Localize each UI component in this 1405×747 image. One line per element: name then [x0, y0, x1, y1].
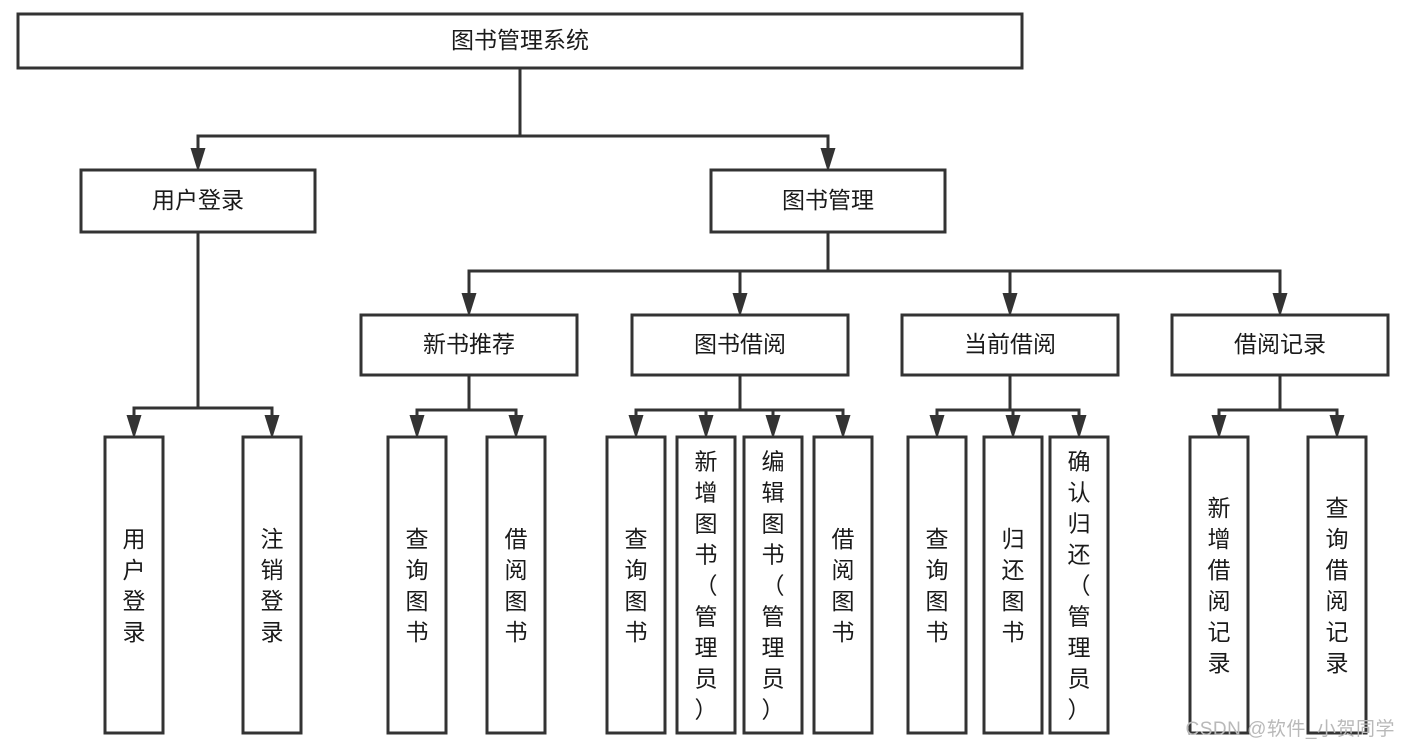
node-l3-querybook1[interactable]: 查询图书	[386, 435, 448, 735]
node-box[interactable]	[359, 313, 579, 377]
node-box[interactable]	[386, 435, 448, 735]
node-label: 确认归还（管理员）	[1068, 449, 1091, 723]
node-label: 注销登录	[261, 526, 284, 645]
node-l2-current[interactable]: 当前借阅	[900, 313, 1120, 377]
edge-group-l2-newbook	[409, 373, 524, 439]
node-box[interactable]	[485, 435, 547, 735]
node-l3-borrowbook1[interactable]: 借阅图书	[485, 435, 547, 735]
arrow-head-icon	[929, 415, 945, 439]
node-l1-book[interactable]: 图书管理	[709, 168, 947, 234]
node-box[interactable]	[906, 435, 968, 735]
node-box[interactable]	[812, 435, 874, 735]
node-label: 新增借阅记录	[1208, 495, 1231, 676]
node-label: 借阅图书	[505, 526, 528, 645]
node-l2-borrow[interactable]: 图书借阅	[630, 313, 850, 377]
arrow-head-icon	[126, 415, 142, 439]
node-label: 编辑图书（管理员）	[762, 449, 785, 723]
node-l1-login[interactable]: 用户登录	[79, 168, 317, 234]
node-l3-addbook[interactable]: 新增图书（管理员）	[675, 435, 737, 735]
node-root[interactable]: 图书管理系统	[16, 12, 1024, 70]
node-label: 用户登录	[152, 187, 244, 213]
node-box[interactable]	[79, 168, 317, 234]
node-l3-borrowbook2[interactable]: 借阅图书	[812, 435, 874, 735]
node-label: 归还图书	[1002, 526, 1025, 645]
node-label: 查询图书	[625, 526, 648, 645]
node-box[interactable]	[1306, 435, 1368, 735]
node-l3-queryrecord[interactable]: 查询借阅记录	[1306, 435, 1368, 735]
nodes-layer: 图书管理系统用户登录图书管理新书推荐图书借阅当前借阅借阅记录用户登录注销登录查询…	[16, 12, 1390, 735]
node-label: 查询借阅记录	[1326, 495, 1349, 676]
node-box[interactable]	[675, 435, 737, 735]
node-label: 查询图书	[926, 526, 949, 645]
node-l3-querybook3[interactable]: 查询图书	[906, 435, 968, 735]
arrow-head-icon	[1071, 415, 1087, 439]
node-l3-confirmreturn[interactable]: 确认归还（管理员）	[1048, 435, 1110, 735]
node-box[interactable]	[1188, 435, 1250, 735]
arrow-head-icon	[508, 415, 524, 439]
node-l3-querybook2[interactable]: 查询图书	[605, 435, 667, 735]
node-l3-addrecord[interactable]: 新增借阅记录	[1188, 435, 1250, 735]
arrow-head-icon	[409, 415, 425, 439]
arrow-head-icon	[1272, 293, 1288, 317]
node-label: 查询图书	[406, 526, 429, 645]
edge-group-l1-login	[126, 230, 280, 439]
node-box[interactable]	[16, 12, 1024, 70]
arrow-head-icon	[698, 415, 714, 439]
arrow-head-icon	[628, 415, 644, 439]
arrow-head-icon	[190, 148, 206, 172]
node-box[interactable]	[630, 313, 850, 377]
node-l3-logout[interactable]: 注销登录	[241, 435, 303, 735]
node-box[interactable]	[605, 435, 667, 735]
arrow-head-icon	[1211, 415, 1227, 439]
node-box[interactable]	[982, 435, 1044, 735]
arrow-head-icon	[461, 293, 477, 317]
node-label: 图书管理系统	[451, 27, 589, 53]
edges-layer	[126, 66, 1345, 439]
node-l3-editbook[interactable]: 编辑图书（管理员）	[742, 435, 804, 735]
node-box[interactable]	[742, 435, 804, 735]
node-box[interactable]	[103, 435, 165, 735]
arrow-head-icon	[765, 415, 781, 439]
arrow-head-icon	[820, 148, 836, 172]
arrow-head-icon	[1005, 415, 1021, 439]
node-label: 当前借阅	[964, 331, 1056, 357]
node-label: 借阅图书	[832, 526, 855, 645]
node-label: 图书管理	[782, 187, 874, 213]
node-label: 借阅记录	[1234, 331, 1326, 357]
node-label: 新书推荐	[423, 331, 515, 357]
edge-group-l2-current	[929, 373, 1087, 439]
edge-group-l2-borrow	[628, 373, 851, 439]
node-box[interactable]	[900, 313, 1120, 377]
node-label: 用户登录	[123, 526, 146, 645]
arrow-head-icon	[835, 415, 851, 439]
watermark-text: CSDN @软件_小贺同学	[1185, 719, 1395, 740]
node-box[interactable]	[1170, 313, 1390, 377]
node-box[interactable]	[1048, 435, 1110, 735]
node-label: 新增图书（管理员）	[695, 449, 718, 723]
node-box[interactable]	[709, 168, 947, 234]
node-l2-newbook[interactable]: 新书推荐	[359, 313, 579, 377]
node-l3-returnbook[interactable]: 归还图书	[982, 435, 1044, 735]
edge-group-l1-book	[461, 230, 1288, 317]
node-label: 图书借阅	[694, 331, 786, 357]
node-box[interactable]	[241, 435, 303, 735]
node-l3-userlogin[interactable]: 用户登录	[103, 435, 165, 735]
arrow-head-icon	[1329, 415, 1345, 439]
edge-group-l2-record	[1211, 373, 1345, 439]
node-l2-record[interactable]: 借阅记录	[1170, 313, 1390, 377]
arrow-head-icon	[732, 293, 748, 317]
arrow-head-icon	[1002, 293, 1018, 317]
arrow-head-icon	[264, 415, 280, 439]
edge-group-root	[190, 66, 836, 172]
